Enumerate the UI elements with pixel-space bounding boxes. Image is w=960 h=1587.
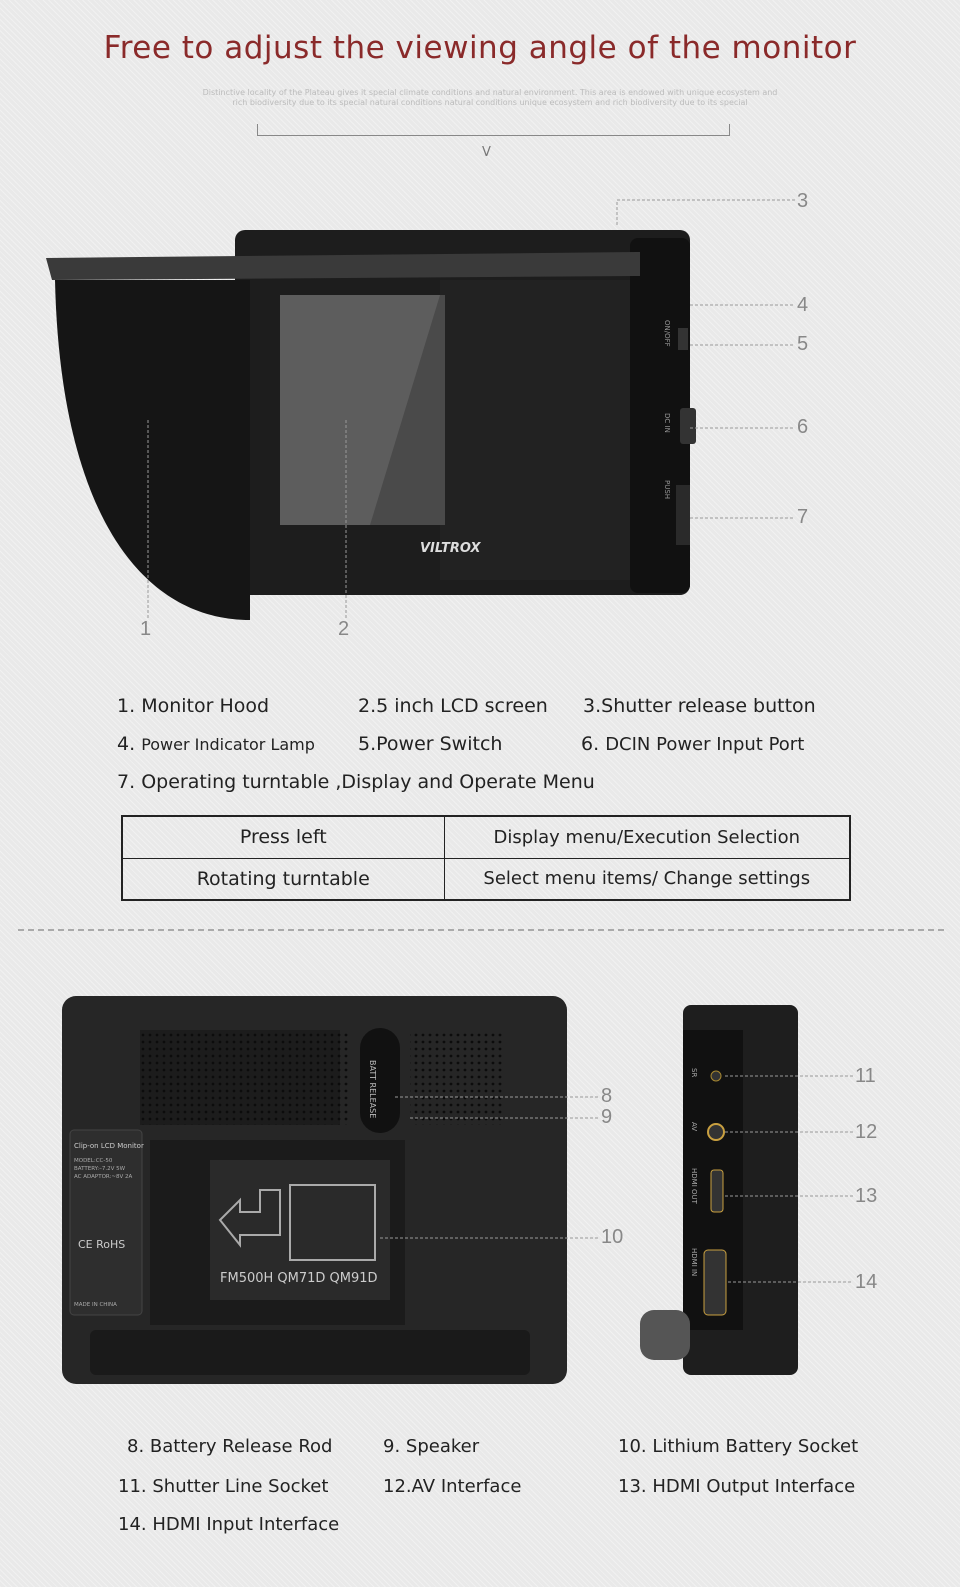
- feature-6: 6. DCIN Power Input Port: [581, 733, 805, 755]
- feature-5: 5.Power Switch: [358, 733, 503, 755]
- chevron-down-icon: V: [482, 145, 491, 160]
- svg-text:MODEL:CC-50: MODEL:CC-50: [74, 1158, 113, 1164]
- svg-text:AV: AV: [690, 1122, 698, 1131]
- brand-logo: VILTROX: [420, 541, 481, 556]
- svg-text:BATTERY:–7.2V 5W: BATTERY:–7.2V 5W: [74, 1166, 126, 1172]
- feature-7: 7. Operating turntable ,Display and Oper…: [117, 771, 595, 793]
- feature-11: 11. Shutter Line Socket: [118, 1476, 329, 1497]
- svg-text:PUSH: PUSH: [663, 480, 671, 499]
- feature-4: 4. Power Indicator Lamp: [117, 733, 315, 755]
- feature-12: 12.AV Interface: [383, 1476, 522, 1497]
- monitor-back-image: BATT RELEASE Clip-on LCD Monitor MODEL:C…: [62, 996, 853, 1384]
- callout-12: 12: [855, 1121, 878, 1143]
- callout-8: 8: [601, 1085, 613, 1107]
- svg-text:BATT RELEASE: BATT RELEASE: [368, 1060, 377, 1118]
- monitor-front-image: VILTROX ON/OFF DC IN PUSH: [46, 199, 795, 620]
- svg-text:HDMI IN: HDMI IN: [690, 1248, 698, 1276]
- callout-2: 2: [338, 618, 350, 640]
- bracket-divider: [257, 124, 730, 136]
- table-cell-action: Rotating turntable: [121, 857, 445, 901]
- svg-text:CE RoHS: CE RoHS: [78, 1238, 125, 1251]
- svg-text:HDMI OUT: HDMI OUT: [690, 1168, 698, 1205]
- feature-3: 3.Shutter release button: [583, 695, 816, 717]
- feature-13: 13. HDMI Output Interface: [618, 1476, 856, 1497]
- callout-1: 1: [140, 618, 152, 640]
- monitor-hood-left: [55, 280, 250, 620]
- table-cell-result: Display menu/Execution Selection: [443, 815, 851, 859]
- svg-text:MADE IN CHINA: MADE IN CHINA: [74, 1302, 117, 1308]
- callout-4: 4: [797, 294, 809, 316]
- table-cell-action: Press left: [121, 815, 445, 859]
- svg-text:ON/OFF: ON/OFF: [663, 320, 671, 347]
- feature-8: 8. Battery Release Rod: [127, 1436, 333, 1457]
- callout-11: 11: [855, 1065, 876, 1087]
- callout-13: 13: [855, 1185, 878, 1207]
- callout-7: 7: [797, 506, 809, 528]
- feature-14: 14. HDMI Input Interface: [118, 1514, 340, 1535]
- callout-5: 5: [797, 333, 809, 355]
- callout-6: 6: [797, 416, 809, 438]
- callout-14: 14: [855, 1271, 878, 1293]
- page-title: Free to adjust the viewing angle of the …: [103, 30, 857, 66]
- svg-text:SR: SR: [690, 1068, 698, 1077]
- feature-1: 1. Monitor Hood: [117, 695, 270, 717]
- svg-text:DC IN: DC IN: [663, 413, 671, 433]
- svg-text:AC ADAPTOR:~8V 2A: AC ADAPTOR:~8V 2A: [74, 1174, 133, 1180]
- feature-10: 10. Lithium Battery Socket: [618, 1436, 859, 1457]
- monitor-hood-top: [46, 252, 640, 280]
- callout-9: 9: [601, 1106, 613, 1128]
- callout-10: 10: [601, 1226, 624, 1248]
- callout-3: 3: [797, 190, 809, 212]
- svg-text:FM500H QM71D QM91D: FM500H QM71D QM91D: [220, 1271, 378, 1286]
- subtitle-text: Distinctive locality of the Plateau give…: [202, 88, 778, 107]
- section-divider: [18, 929, 944, 931]
- table-cell-result: Select menu items/ Change settings: [443, 857, 851, 901]
- feature-2: 2.5 inch LCD screen: [358, 695, 548, 717]
- feature-9: 9. Speaker: [383, 1436, 480, 1457]
- svg-text:Clip-on LCD Monitor: Clip-on LCD Monitor: [74, 1142, 144, 1150]
